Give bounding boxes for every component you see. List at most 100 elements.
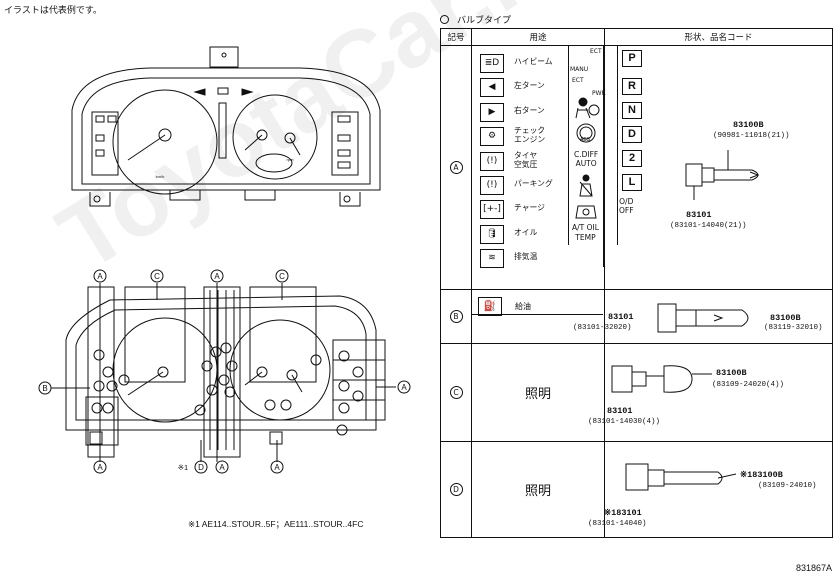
row-b-code-bulb: (83119-32010) [764,324,823,332]
row-a-use-item: (!) パーキング [474,174,601,196]
row-b-bulb-drawing [657,303,749,333]
row-d-part-bulb: ※183100B [740,470,783,480]
callout-a-2: A [214,272,220,281]
row-d-use: 照明 [471,441,605,538]
row-a-mid-icons [575,97,600,219]
row-c-code-bulb: (83109-24020(4)) [712,381,785,389]
seatbelt-icon [579,174,593,197]
row-b-label: B [440,289,472,344]
row-a-use-list [471,45,604,289]
figure-id: 831867A [795,563,832,573]
row-a-use-label: 排気温 [514,252,538,262]
row-d-code-socket: (83101-14040) [588,520,647,528]
charge-icon: [+-] [480,200,504,220]
ect-pwr-top: ECT [572,77,584,84]
tire-pressure-icon: (!) [480,151,504,171]
row-a-use-label: 右ターン [514,105,545,115]
od-off: O/D OFF [619,197,634,215]
gauge-scale-label: rpm [287,157,295,162]
gauge-speed-label: km/h [156,174,165,179]
row-d-code-bulb: (83109-24010) [758,482,817,490]
illustration-note: イラストは代表例です。 [4,6,102,16]
ect-manu-bottom: MANU [570,66,589,73]
row-a-use-item: ≣D ハイビーム [474,52,601,74]
fuel-icon: ⛽ [478,297,502,316]
footnote: ※1 AE114..STOUR..5F；AE111..STOUR..4FC [188,519,364,529]
callout-a-4: A [97,463,103,472]
gear-p: P [622,50,642,67]
bulb-type-title: バルブタイプ [440,13,511,26]
gear-column [617,45,658,245]
row-c-part-socket: 83101 [607,406,633,416]
row-c-shape [604,343,833,442]
callout-c-2: C [279,272,285,281]
row-b-use-label: 給油 [515,302,531,311]
row-a-code-socket: (83101-14040(21)) [670,222,747,230]
row-a-use-item: [+-] チャージ [474,198,601,220]
row-b-part-bulb: 83100B [770,313,801,323]
row-a-code-bulb: (90981-11018(21)) [713,132,790,140]
bulb-type-table: 記号 用途 形状、品名コード A B C 照明 D 照明 [440,28,833,538]
row-d-bulb-drawing [625,463,737,491]
left-turn-icon: ◀ [480,78,504,98]
cluster-front-view [71,46,381,207]
row-c-part-bulb: 83100B [716,368,747,378]
cluster-diagram: A C A C B A A D ※1 A A rpm km/h [38,46,411,474]
row-c-bulb-drawing [611,365,712,393]
row-a-use-item: 🛢 オイル [474,223,601,245]
exhaust-temp-icon: ≋ [480,249,504,269]
row-b-part-socket: 83101 [608,312,634,322]
row-b-use [471,289,605,344]
check-engine-icon: ⚙ [480,127,504,147]
callout-a-3: A [401,383,407,392]
ect-manu-top: ECT [590,48,602,55]
callout-d: D [198,463,204,472]
row-a-use-label: チェック エンジン [514,126,546,145]
row-d-label: D [440,441,472,538]
row-a-use-item: ⚙ チェック エンジン [474,125,601,147]
gear-n: N [622,102,642,119]
row-a-use-item: ◀ 左ターン [474,76,601,98]
row-a-use-label: チャージ [514,203,545,213]
header-shape: 形状、品名コード [604,28,833,46]
svg-text:ABS: ABS [580,137,590,143]
callout-c-1: C [154,272,160,281]
security-icon [575,205,597,219]
gear-2: 2 [622,150,642,167]
header-symbol: 記号 [440,28,472,46]
row-a-use-label: パーキング [514,179,553,188]
row-a-use-label: ハイビーム [514,57,553,66]
oil-icon: 🛢 [480,224,504,244]
abs-icon [576,123,596,143]
gear-d: D [622,126,642,143]
callout-b: B [42,384,47,393]
callout-a-5: A [219,463,225,472]
header-use: 用途 [471,28,605,46]
parking-brake-icon: (!) [480,176,504,195]
row-a-part-bulb: 83100B [733,120,764,130]
abs-text: ABS [580,137,590,143]
ect-pwr-bottom: PWR [592,90,606,97]
row-a-use-item: ▶右ターン [474,101,601,123]
callout-star: ※1 [178,463,188,472]
row-c-label: C [440,343,472,442]
row-a-use-label: タイヤ 空気圧 [514,150,538,169]
row-d-part-socket: ※183101 [604,508,642,518]
gear-r: R [622,78,642,95]
row-a-shape [604,45,833,290]
row-a-mid-column [568,45,614,245]
at-oil-temp: A/T OIL TEMP [572,223,599,242]
row-a-bulb-drawing [685,150,760,200]
gear-l: L [622,174,642,191]
row-a-label: A [440,45,472,290]
row-c-use: 照明 [471,343,605,442]
row-c-code-socket: (83101-14030(4)) [588,418,661,426]
airbag-icon [575,97,600,119]
row-a-use-item: ≋ 排気温 [474,247,601,269]
row-a-part-socket: 83101 [686,210,712,220]
row-b-code-socket: (83101-32020) [573,324,632,332]
row-a-use-label: オイル [514,227,538,237]
row-a-use-item: (!) タイヤ 空気圧 [474,150,601,172]
row-a-use-label: 左ターン [514,81,545,91]
high-beam-icon: ≣D [480,54,504,73]
